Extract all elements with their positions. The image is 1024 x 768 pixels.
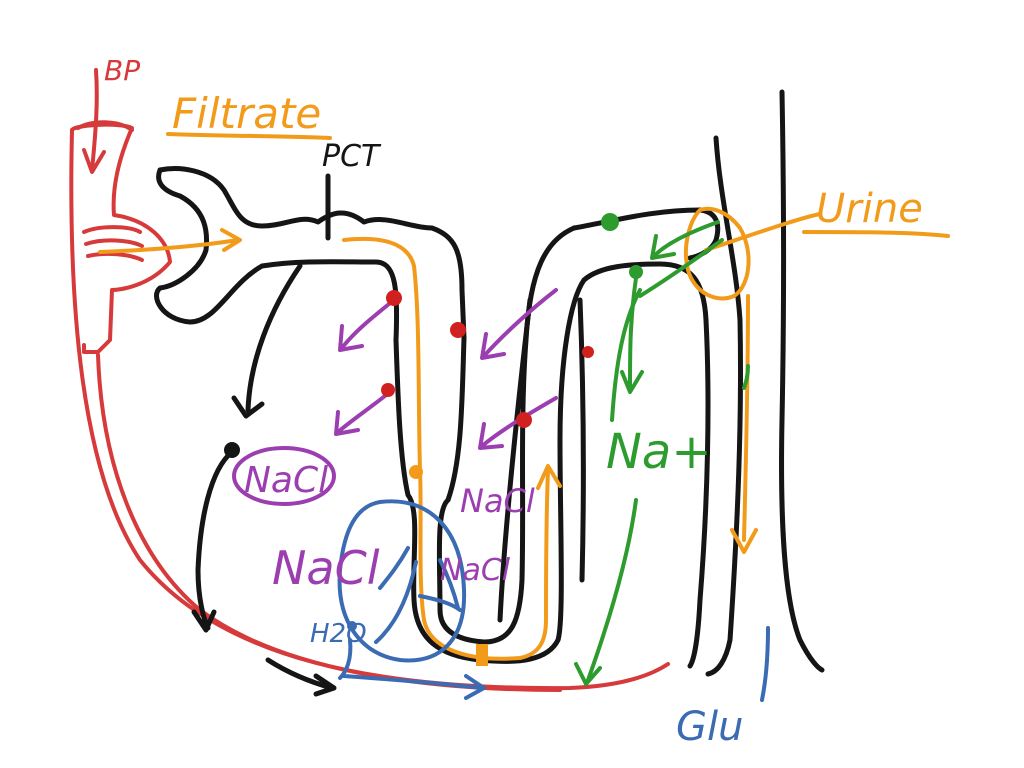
filtrate-dot <box>409 465 423 479</box>
glomerulus-coil-2 <box>84 238 144 248</box>
na-arrow-top-2 <box>638 238 724 298</box>
nacl-arrow-3-head <box>480 332 506 360</box>
dct-down-left <box>577 297 586 583</box>
bp-arrow-shaft <box>90 68 99 172</box>
loop-marker <box>476 644 488 666</box>
bp-label: BP <box>104 54 140 87</box>
urine-label: Urine <box>816 186 923 232</box>
na-plus-label: Na+ <box>606 424 712 480</box>
water-arrow-4 <box>418 594 462 612</box>
na-arrow-top-1 <box>652 220 720 258</box>
left-return-arrow-head <box>231 395 265 419</box>
water-circle <box>337 499 467 663</box>
water-arrow-3 <box>438 558 460 610</box>
collecting-duct-right <box>779 89 825 673</box>
na-arrow-main-head <box>620 370 644 394</box>
na-arrow-top-1-head <box>650 234 676 260</box>
pct-label: PCT <box>322 139 382 174</box>
loop-bottom <box>477 277 587 664</box>
bp-arrow-head <box>82 148 106 174</box>
nacl-arrow-1-head <box>338 324 364 352</box>
h2o-label: H2O <box>310 619 367 649</box>
bowman-capsule-outer <box>157 166 467 341</box>
bowman-capsule-inner <box>154 167 400 343</box>
water-node <box>347 621 357 631</box>
na-arrow-down <box>586 498 638 682</box>
glucose-label: Glu <box>676 704 743 750</box>
glucose-arrow <box>760 626 770 702</box>
nacl-arrow-2-head <box>334 410 360 436</box>
sodium-reabsorption <box>574 220 750 686</box>
urine-line <box>704 212 822 252</box>
urine-down-head <box>730 528 758 554</box>
nacl-arrow-4-head <box>478 422 504 450</box>
pump-1 <box>386 290 402 306</box>
ascending-limb-thick <box>497 297 533 623</box>
vasa-arrow-head <box>313 673 337 697</box>
collecting-duct-left <box>705 135 744 677</box>
pump-4 <box>516 412 532 428</box>
nacl-small-label: NaCl <box>460 482 535 520</box>
water-arrow-2 <box>374 560 418 644</box>
dct-inner <box>581 261 711 669</box>
na-arrow-down-head <box>574 662 602 686</box>
glomerulus-coil-1 <box>82 225 142 234</box>
filtrate-entry-arrow <box>98 238 240 254</box>
nacl-arrow-1 <box>340 298 396 350</box>
water-movement <box>337 499 770 702</box>
water-to-vasa <box>342 674 484 690</box>
na-arrow-right <box>742 364 750 390</box>
filtrate-underline <box>166 132 332 140</box>
na-arrow-main <box>628 276 638 390</box>
water-arrow-1 <box>378 546 410 590</box>
water-to-vasa-head <box>464 674 486 700</box>
nacl-arrow-head <box>191 609 217 633</box>
filtrate-label: Filtrate <box>172 89 321 138</box>
nacl-arrow-2 <box>336 390 392 434</box>
filtrate-path <box>342 236 550 661</box>
water-hook <box>338 638 353 680</box>
nacl-right-label: NaCl <box>440 553 511 588</box>
na-node-mid <box>629 265 643 279</box>
na-arrow-split <box>610 288 642 422</box>
nacl-circled-label: NaCl <box>244 460 328 501</box>
black-node <box>224 442 240 458</box>
salt-reabsorption <box>232 288 558 506</box>
pump-2 <box>381 383 395 397</box>
urine-underline <box>802 230 950 238</box>
urine-down-arrow <box>742 294 750 542</box>
nacl-arrow-3 <box>482 288 558 358</box>
nacl-large-label: NaCl <box>272 541 380 595</box>
nephron-tubule <box>154 89 825 697</box>
pump-5 <box>582 346 594 358</box>
na-node-top <box>601 213 619 231</box>
filtrate-up-head <box>536 464 562 490</box>
vessel-rim <box>76 120 134 132</box>
urine-loop <box>683 206 751 301</box>
filtrate-entry-head <box>220 228 242 252</box>
nacl-arrow-shaft <box>195 449 235 631</box>
vasa-arrow <box>265 657 335 691</box>
left-return-arrow-shaft <box>245 263 303 413</box>
ascending-limb-inner <box>481 225 577 645</box>
descending-limb-outer <box>393 337 483 663</box>
pump-3 <box>450 322 466 338</box>
filtrate-flow <box>98 132 950 661</box>
afferent-arteriole-outer <box>69 128 670 691</box>
nacl-ring <box>232 446 336 506</box>
glomerulus-coil-3 <box>86 251 144 262</box>
transport-pumps <box>381 290 594 428</box>
